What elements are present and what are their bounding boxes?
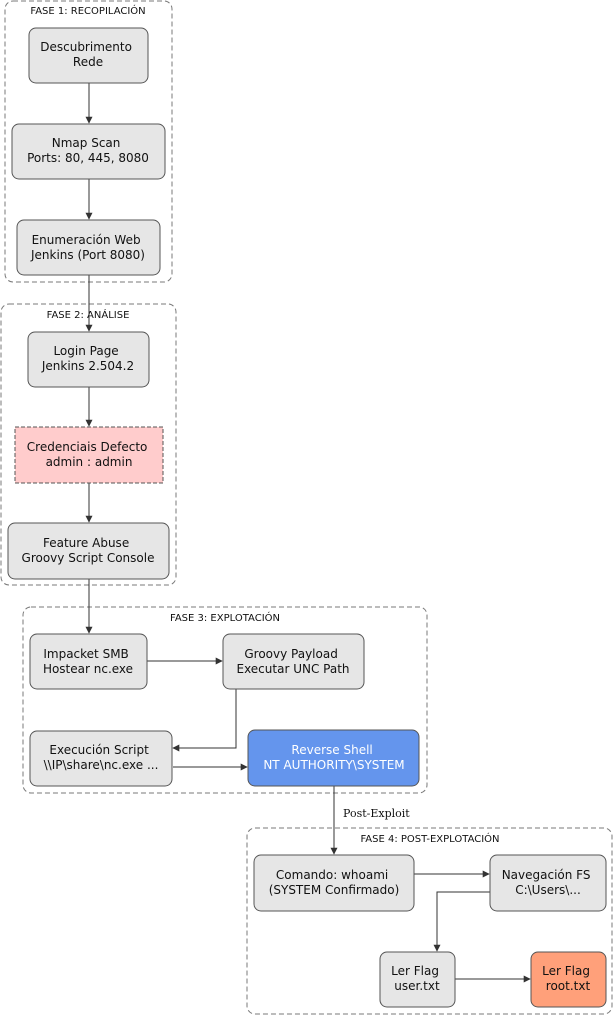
node-user-line1: Ler Flag — [391, 964, 439, 978]
node-nmap: Nmap Scan Ports: 80, 445, 8080 — [11, 123, 166, 180]
node-groovy-line2: Executar UNC Path — [236, 662, 349, 676]
svg-text:Ler Flag user.txt: Ler Flag user.txt — [391, 964, 443, 993]
svg-text:Enumeración Web Jenkins: Enumeración Web Jenkins (Port 8080) — [30, 233, 145, 262]
edge-label-post-exploit: Post-Exploit — [343, 807, 410, 820]
node-shell-line2: NT AUTHORITY\SYSTEM — [263, 758, 404, 772]
node-whoami-line2: (SYSTEM Confirmado) — [269, 883, 400, 897]
node-nav: Navegación FS C:\Users\... — [489, 854, 607, 912]
node-whoami: Comando: whoami (SYSTEM Confirmado) — [253, 854, 415, 912]
svg-text:Descubrimento Rede: Descubrimento Rede — [40, 40, 136, 69]
node-user-line2: user.txt — [394, 979, 440, 993]
node-descubrimento: Descubrimento Rede — [28, 27, 149, 84]
node-root: Ler Flag root.txt — [530, 951, 607, 1008]
node-nav-line1: Navegación FS — [502, 868, 591, 882]
node-user: Ler Flag user.txt — [379, 951, 456, 1008]
node-feature-line2: Groovy Script Console — [22, 551, 155, 565]
node-root-line1: Ler Flag — [542, 964, 590, 978]
edge-groovy-exec — [172, 689, 237, 752]
node-exec-line2: \\IP\share\nc.exe ... — [44, 758, 159, 772]
node-exec-line1: Execución Script — [49, 743, 149, 757]
node-login-line2: Jenkins 2.504.2 — [41, 359, 134, 373]
edge-nav-user — [433, 891, 490, 952]
node-descubrimento-line1: Descubrimento — [40, 40, 132, 54]
svg-text:Groovy Payload Executar: Groovy Payload Executar UNC Path — [236, 647, 349, 676]
phase-4-label: FASE 4: POST-EXPLOTACIÓN — [360, 832, 499, 845]
svg-text:Comando: whoami (SYSTEM: Comando: whoami (SYSTEM Confirmado) — [269, 868, 400, 897]
svg-text:Navegación FS C:\Users\.: Navegación FS C:\Users\... — [502, 868, 595, 897]
node-nmap-line1: Nmap Scan — [52, 136, 121, 150]
node-exec: Execución Script \\IP\share\nc.exe ... — [29, 730, 173, 787]
svg-text:Ler Flag root.txt: Ler Flag root.txt — [542, 964, 594, 993]
node-groovy-line1: Groovy Payload — [244, 647, 337, 661]
node-root-line2: root.txt — [546, 979, 591, 993]
node-groovy: Groovy Payload Executar UNC Path — [222, 633, 365, 690]
node-impacket: Impacket SMB Hostear nc.exe — [29, 633, 148, 690]
phase-1-label: FASE 1: RECOPILACIÓN — [30, 4, 145, 17]
node-feature-line1: Feature Abuse — [43, 536, 129, 550]
node-cred: Credenciais Defecto admin : admin — [14, 426, 164, 484]
svg-text:Reverse Shell NT AUTHORI: Reverse Shell NT AUTHORITY\SYSTEM — [263, 743, 404, 772]
node-impacket-line1: Impacket SMB — [43, 647, 128, 661]
phase-3-label: FASE 3: EXPLOTACIÓN — [170, 611, 280, 624]
node-cred-line2: admin : admin — [46, 455, 133, 469]
node-login-line1: Login Page — [53, 344, 118, 358]
node-nav-line2: C:\Users\... — [515, 883, 581, 897]
node-impacket-line2: Hostear nc.exe — [43, 662, 133, 676]
node-shell: Reverse Shell NT AUTHORITY\SYSTEM — [247, 729, 420, 787]
node-whoami-line1: Comando: whoami — [276, 868, 388, 882]
svg-text:Credenciais Defecto admi: Credenciais Defecto admin : admin — [27, 440, 151, 469]
node-nmap-line2: Ports: 80, 445, 8080 — [27, 151, 149, 165]
node-enum-line2: Jenkins (Port 8080) — [30, 248, 145, 262]
phase-2-label: FASE 2: ANÁLISE — [47, 308, 130, 321]
svg-text:Login Page Jenkins 2.504: Login Page Jenkins 2.504.2 — [41, 344, 134, 373]
svg-text:Impacket SMB Hostear nc.: Impacket SMB Hostear nc.exe — [43, 647, 133, 676]
node-feature: Feature Abuse Groovy Script Console — [7, 522, 170, 580]
svg-text:Nmap Scan Ports: 80, 445: Nmap Scan Ports: 80, 445, 8080 — [27, 136, 149, 165]
svg-text:Feature Abuse Groovy Scr: Feature Abuse Groovy Script Console — [22, 536, 155, 565]
node-login: Login Page Jenkins 2.504.2 — [27, 331, 150, 388]
node-shell-line1: Reverse Shell — [291, 743, 372, 757]
node-cred-line1: Credenciais Defecto — [27, 440, 148, 454]
svg-text:Execución Script \\IP\sh: Execución Script \\IP\share\nc.exe ... — [44, 743, 159, 772]
node-enum: Enumeración Web Jenkins (Port 8080) — [16, 219, 161, 276]
node-descubrimento-line2: Rede — [73, 55, 103, 69]
edges: Post-Exploit — [85, 83, 531, 983]
node-enum-line1: Enumeración Web — [32, 233, 141, 247]
